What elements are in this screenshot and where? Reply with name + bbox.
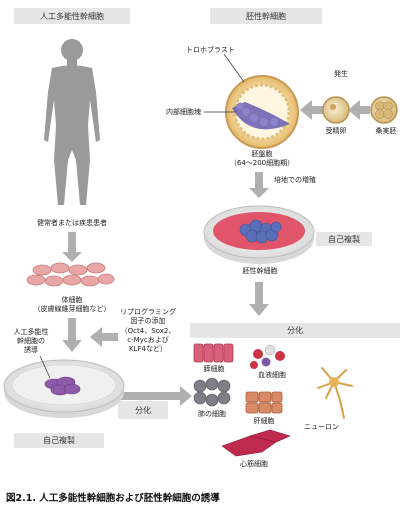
ips-induction-label-3: 誘導 [24, 346, 38, 354]
ips-self-renewal-label: 自己複製 [14, 433, 104, 448]
somatic-label: 体細胞 [61, 296, 83, 304]
differentiation-arrow-label: 分化 [118, 401, 168, 419]
fertilized-egg [322, 96, 350, 124]
liver-cells [245, 391, 283, 414]
fertilized-egg-label: 受精卵 [325, 127, 347, 135]
es-culture-dish [203, 205, 315, 264]
morula-label: 桑実胚 [375, 127, 397, 135]
es-cells-label: 胚性幹細胞 [242, 267, 278, 275]
reprogramming-label-4: c-Mycおよび [127, 336, 169, 344]
figure-caption: 図2.1. 人工多能性幹細胞および胚性幹細胞の誘導 [6, 493, 220, 504]
ips-induction-label-1: 人工多能性 [13, 328, 49, 336]
human-figure [44, 39, 100, 205]
ips-induction-label-2: 幹細胞の [17, 337, 45, 345]
es-header: 胚性幹細胞 [210, 8, 322, 24]
blood-cells-label: 血液細胞 [258, 371, 286, 379]
trophoblast-label: トロホブラスト [186, 46, 235, 54]
liver-cells-label: 肝細胞 [253, 417, 275, 425]
somatic-example-label: （皮膚線維芽細胞など） [33, 305, 111, 313]
somatic-cells [26, 262, 115, 287]
reprogramming-label-1: リプログラミング [120, 308, 176, 316]
blood-cells [250, 344, 285, 369]
reprogramming-label-5: KLF4など） [129, 345, 167, 353]
lung-cells [193, 377, 231, 407]
blastocyst-label: 胚盤胞 [251, 150, 273, 158]
flow-arrows [62, 100, 370, 406]
development-label: 発生 [334, 70, 348, 78]
reprogramming-label-2: 因子の添加 [130, 317, 166, 325]
culture-growth-label: 培地での増殖 [274, 176, 316, 184]
morula [370, 96, 398, 124]
blastocyst [225, 75, 299, 149]
cardiac-cells [221, 429, 291, 457]
neuron-label: ニューロン [304, 423, 339, 431]
pancreatic-cells [193, 343, 234, 363]
reprogramming-label-3: （Oct4、Sox2、 [120, 327, 176, 335]
ips-culture-dish [3, 359, 125, 418]
blastocyst-stage-label: （64～200細胞期） [229, 159, 295, 167]
ips-header: 人工多能性幹細胞 [14, 8, 130, 24]
lung-cells-label: 肺の細胞 [198, 410, 226, 418]
cardiac-cells-label: 心筋細胞 [240, 460, 268, 468]
donor-label: 健常者または疾患患者 [37, 219, 107, 227]
differentiation-header: 分化 [190, 323, 400, 338]
neuron-cell [317, 367, 353, 419]
inner-cell-mass-label: 内部細胞塊 [166, 108, 201, 116]
pancreatic-cells-label: 膵細胞 [203, 365, 225, 373]
es-self-renewal-label: 自己複製 [316, 232, 372, 246]
